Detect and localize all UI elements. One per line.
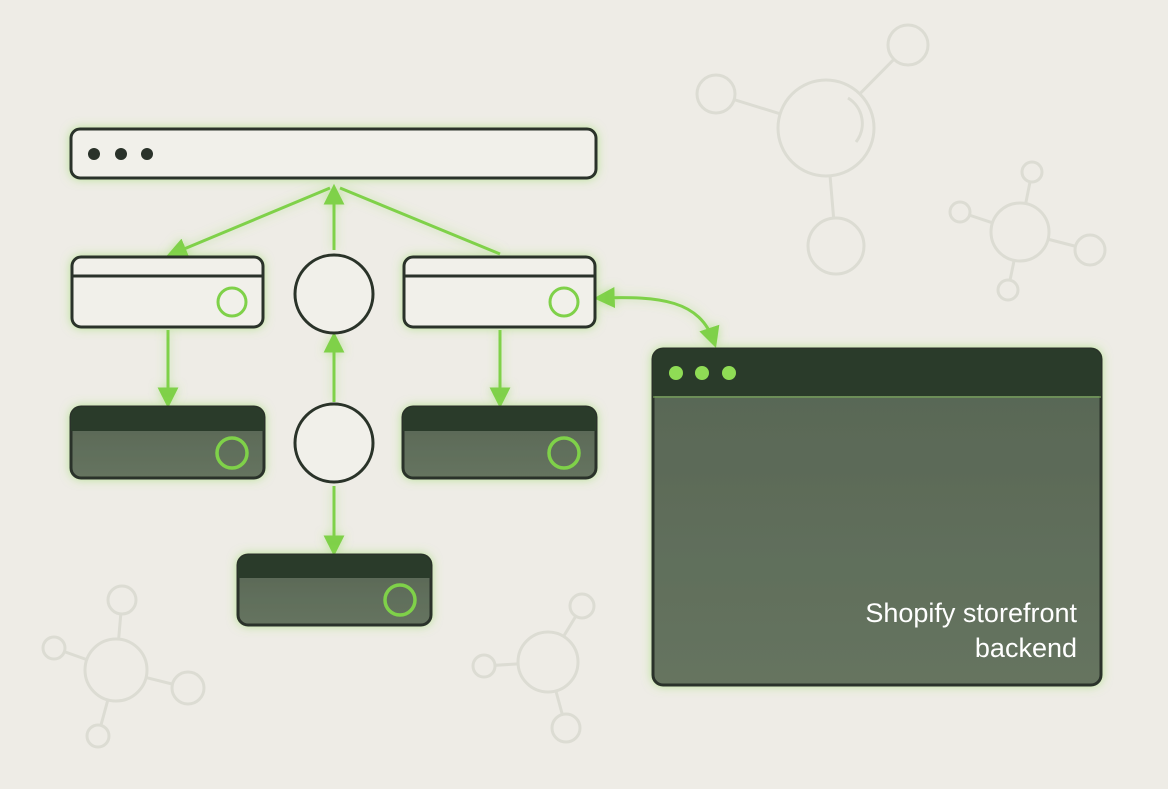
molecule-decoration-right: [948, 160, 1107, 302]
backend-label-line2: backend: [975, 633, 1077, 663]
backend-label-line1: Shopify storefront: [865, 598, 1077, 628]
arrow-browser-to-left-card: [166, 186, 331, 259]
window-dot-icon: [88, 148, 100, 160]
data-card-right: [401, 405, 598, 480]
data-card-left: [69, 405, 266, 480]
status-ring-icon: [216, 286, 248, 318]
status-ring-icon: [383, 583, 417, 617]
arrow-bidirectional-to-backend: [593, 287, 720, 348]
hub-node-upper: [293, 253, 375, 335]
status-ring-icon: [548, 286, 580, 318]
molecule-decoration-top-right: [695, 23, 930, 276]
window-dot-icon: [115, 148, 127, 160]
molecule-decoration-bottom-center: [471, 592, 596, 744]
browser-bar: [69, 127, 598, 180]
window-dot-icon: [722, 366, 736, 380]
status-ring-icon: [215, 436, 249, 470]
window-dot-icon: [141, 148, 153, 160]
connector-arrows: [157, 183, 720, 557]
window-dot-icon: [669, 366, 683, 380]
backend-window: [651, 347, 1103, 687]
molecule-decoration-bottom-left: [41, 584, 206, 749]
window-dot-icon: [695, 366, 709, 380]
hub-node-lower: [293, 402, 375, 484]
service-card-left: [70, 255, 265, 329]
line-right-card-to-browser: [339, 186, 501, 256]
data-card-bottom: [236, 553, 433, 627]
status-ring-icon: [547, 436, 581, 470]
service-card-right: [402, 255, 597, 329]
